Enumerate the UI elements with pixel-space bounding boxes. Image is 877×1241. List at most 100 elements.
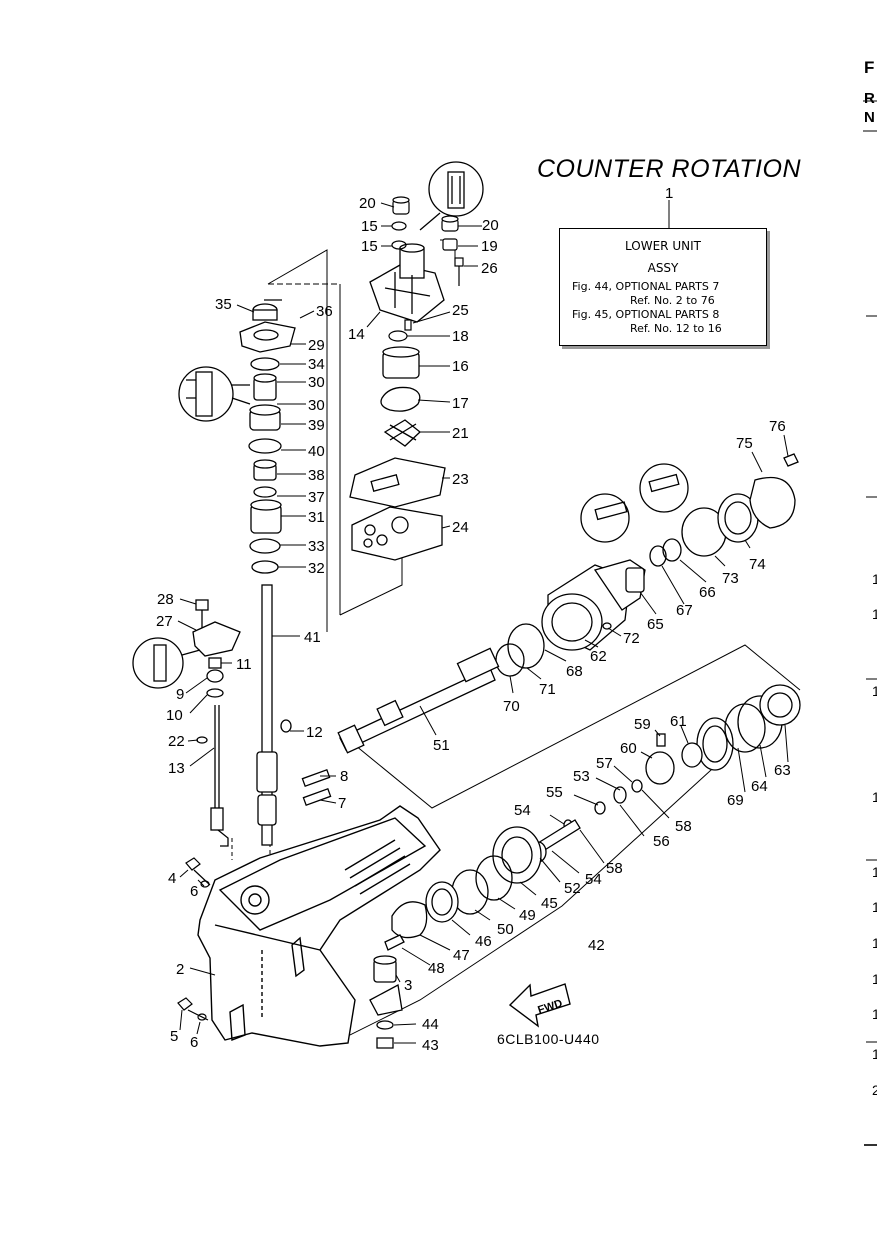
bolts-lower-left: [177, 857, 211, 1021]
callout-42: 42: [588, 937, 605, 954]
callout-53: 53: [573, 768, 590, 785]
edge-digit: 1: [872, 1046, 877, 1062]
callout-44: 44: [422, 1016, 439, 1033]
edge-digit: 1: [872, 935, 877, 951]
assy-line-5: Fig. 45, OPTIONAL PARTS 8: [572, 308, 720, 321]
callout-62: 62: [590, 648, 607, 665]
detail-circle-left: [178, 366, 251, 422]
callout-9: 9: [176, 686, 184, 703]
edge-ticks: [863, 100, 877, 1146]
edge-digit: 1: [872, 606, 877, 622]
callout-16: 16: [452, 358, 469, 375]
callout-64: 64: [751, 778, 768, 795]
callout-33: 33: [308, 538, 325, 555]
edge-digit: 1: [872, 1006, 877, 1022]
callout-48: 48: [428, 960, 445, 977]
callout-11: 11: [236, 656, 252, 673]
callout-67: 67: [676, 602, 693, 619]
callout-8: 8: [340, 768, 348, 785]
lower-case: [197, 805, 441, 1047]
callout-26: 26: [481, 260, 498, 277]
assy-line-3: Fig. 44, OPTIONAL PARTS 7: [572, 280, 720, 293]
callout-20: 20: [482, 217, 499, 234]
callout-69: 69: [727, 792, 744, 809]
callout-39: 39: [308, 417, 325, 434]
edge-digit: 1: [872, 789, 877, 805]
edge-digit: 1: [872, 571, 877, 587]
callout-21: 21: [452, 425, 469, 442]
fwd-arrow-icon: [508, 983, 571, 1028]
callout-54: 54: [514, 802, 531, 819]
callout-35: 35: [215, 296, 232, 313]
callout-58: 58: [606, 860, 623, 877]
assy-line-1: LOWER UNIT: [625, 239, 701, 253]
callout-54: 54: [585, 871, 602, 888]
callout-38: 38: [308, 467, 325, 484]
callout-30: 30: [308, 397, 325, 414]
callout-24: 24: [452, 519, 469, 536]
callout-6: 6: [190, 883, 198, 900]
callout-22: 22: [168, 733, 185, 750]
callout-45: 45: [541, 895, 558, 912]
callout-50: 50: [497, 921, 514, 938]
callout-7: 7: [338, 795, 346, 812]
part-code: 6CLB100-U440: [497, 1031, 600, 1047]
callout-46: 46: [475, 933, 492, 950]
callout-25: 25: [452, 302, 469, 319]
callout-51: 51: [433, 737, 450, 754]
callout-61: 61: [670, 713, 687, 730]
small-parts-top: [388, 196, 464, 342]
callout-73: 73: [722, 570, 739, 587]
edge-digit: 2: [872, 1082, 877, 1098]
callout-2: 2: [176, 961, 184, 978]
callout-70: 70: [503, 698, 520, 715]
callout-55: 55: [546, 784, 563, 801]
gear-train: [369, 684, 801, 1049]
impeller-stack: [349, 346, 446, 561]
edge-digit: 1: [872, 971, 877, 987]
callout-3: 3: [404, 977, 412, 994]
callout-40: 40: [308, 443, 325, 460]
drive-shaft-stack: [239, 299, 296, 846]
callout-57: 57: [596, 755, 613, 772]
edge-digit: 1: [872, 683, 877, 699]
assy-line-2: ASSY: [647, 261, 679, 275]
callout-41: 41: [304, 629, 321, 646]
callout-36: 36: [316, 303, 333, 320]
shift-rod-group: [132, 599, 332, 847]
callout-65: 65: [647, 616, 664, 633]
edge-digit: 1: [872, 864, 877, 880]
callout-47: 47: [453, 947, 470, 964]
callout-52: 52: [564, 880, 581, 897]
callout-29: 29: [308, 337, 325, 354]
callout-13: 13: [168, 760, 185, 777]
edge-digit: 1: [872, 899, 877, 915]
callout-14: 14: [348, 326, 365, 343]
callout-5: 5: [170, 1028, 178, 1045]
callout-30: 30: [308, 374, 325, 391]
callout-32: 32: [308, 560, 325, 577]
callout-15: 15: [361, 218, 378, 235]
diagram-title: COUNTER ROTATION: [537, 155, 802, 183]
callout-17: 17: [452, 395, 469, 412]
callout-56: 56: [653, 833, 670, 850]
water-pump-housing: [369, 243, 445, 323]
assy-line-4: Ref. No. 2 to 76: [630, 294, 715, 307]
callout-74: 74: [749, 556, 766, 573]
callout-43: 43: [422, 1037, 439, 1054]
callout-28: 28: [157, 591, 174, 608]
callout-23: 23: [452, 471, 469, 488]
callout-6: 6: [190, 1034, 198, 1051]
callout-12: 12: [306, 724, 323, 741]
callout-68: 68: [566, 663, 583, 680]
callout-4: 4: [168, 870, 176, 887]
callout-72: 72: [623, 630, 640, 647]
propeller-shaft: [337, 647, 500, 754]
assembly-info-box: LOWER UNIT ASSY Fig. 44, OPTIONAL PARTS …: [559, 228, 767, 346]
callout-10: 10: [166, 707, 183, 724]
edge-letter-f: F: [864, 58, 875, 77]
callout-19: 19: [481, 238, 498, 255]
